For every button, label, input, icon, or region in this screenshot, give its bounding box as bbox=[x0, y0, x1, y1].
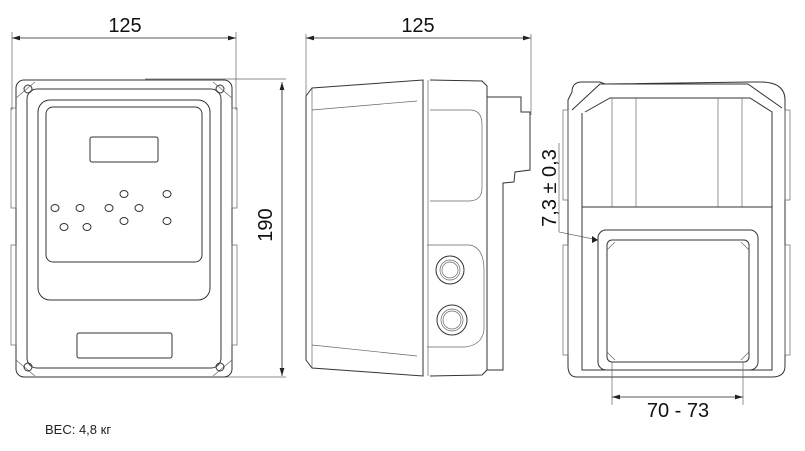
front-view: 125 190 bbox=[10, 15, 286, 378]
cover-outline bbox=[305, 79, 424, 377]
width-label: 125 bbox=[108, 15, 141, 37]
front-panel bbox=[37, 99, 211, 301]
cutout-range-label: 70 - 73 bbox=[647, 400, 709, 422]
tolerance-label: 7,3 ± 0,3 bbox=[539, 149, 561, 227]
mounting-cutout bbox=[606, 239, 750, 363]
mount-hole bbox=[215, 362, 225, 372]
label-plate bbox=[76, 332, 173, 359]
cable-gland bbox=[435, 255, 465, 285]
mount-hole bbox=[23, 84, 33, 94]
weight-note: ВЕС: 4,8 кг bbox=[45, 422, 111, 437]
side-view: 125 bbox=[305, 15, 532, 377]
keypad-buttons bbox=[50, 190, 172, 231]
mount-hole bbox=[23, 362, 33, 372]
mount-outline bbox=[567, 81, 786, 378]
enclosure-outline bbox=[15, 79, 233, 378]
mount-view: 7,3 ± 0,3 70 - 73 bbox=[539, 81, 791, 422]
mount-hole bbox=[215, 84, 225, 94]
display-window bbox=[89, 136, 159, 163]
depth-label: 125 bbox=[401, 15, 434, 37]
cable-gland bbox=[436, 304, 468, 336]
height-label: 190 bbox=[255, 208, 277, 241]
